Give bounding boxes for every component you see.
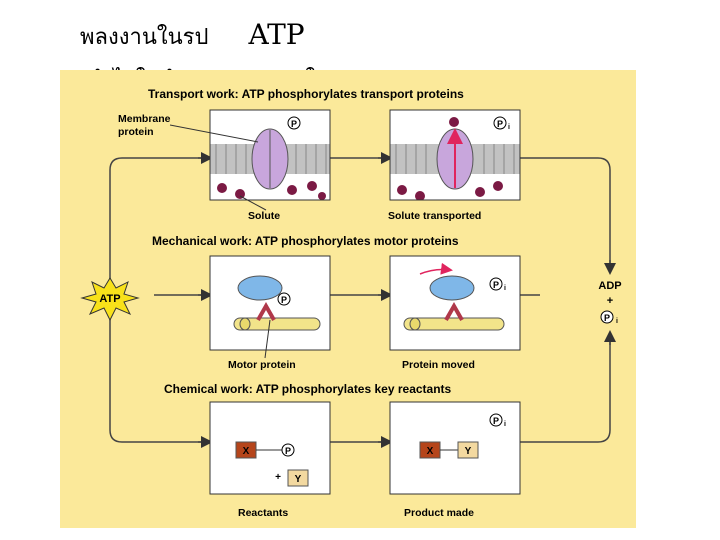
- chemical-phosphate-letter: P: [285, 446, 291, 456]
- mechanical-phosphate-icon: [277, 292, 291, 306]
- adp-label: ADP: [598, 280, 621, 292]
- product-y-box: [457, 441, 479, 459]
- reactant-x-label: X: [243, 446, 250, 457]
- chemical-plus: +: [275, 472, 281, 483]
- slide-title-thai: พลงงานในรป: [80, 25, 209, 50]
- product-made-label: Product made: [404, 507, 474, 519]
- mechanical-pi-icon: [489, 277, 503, 291]
- chemical-pi-subscript: i: [504, 421, 506, 428]
- chemical-pi-letter: P: [493, 416, 499, 426]
- product-x-label: X: [427, 446, 434, 457]
- slide-title: พลงงานในรป ATP: [80, 18, 305, 54]
- slide-title-atp: ATP: [248, 18, 305, 51]
- motor-protein-label: Motor protein: [228, 359, 296, 371]
- mechanical-panel-before: P: [209, 255, 331, 351]
- phosphate-letter: P: [604, 313, 610, 323]
- solute-label: Solute: [248, 210, 280, 222]
- solute-transported-label: Solute transported: [388, 210, 481, 222]
- membrane-label-line1: Membrane: [118, 113, 171, 125]
- transport-pi-letter: P: [497, 119, 503, 129]
- transport-panel-before: [210, 110, 330, 200]
- movement-arrow: [419, 262, 453, 275]
- atp-starburst: ATP: [80, 277, 140, 322]
- chemical-panel-before: X P + Y: [209, 401, 331, 495]
- chemical-phosphate-icon: [281, 443, 295, 457]
- adp-pi-group: ADP + P i: [598, 280, 621, 325]
- transport-pi-icon: [493, 116, 507, 130]
- mechanical-pi-subscript: i: [504, 285, 506, 292]
- pi-subscript: i: [616, 318, 618, 325]
- diagram-background: [60, 70, 636, 528]
- transport-pi-subscript: i: [508, 124, 510, 131]
- adp-plus: +: [607, 295, 613, 307]
- membrane-pointer: [169, 124, 259, 143]
- mechanical-panel-after: [389, 255, 521, 351]
- solute-pointer: [239, 195, 267, 211]
- transport-phosphate-letter: P: [291, 119, 297, 129]
- motor-protein-head: [237, 275, 283, 301]
- transport-phosphate-icon: [287, 116, 301, 130]
- protein-moved-label: Protein moved: [402, 359, 475, 371]
- chemical-heading: Chemical work: ATP phosphorylates key re…: [164, 382, 452, 396]
- reactant-y-box: [287, 469, 309, 487]
- atp-label: ATP: [99, 293, 120, 305]
- mechanical-phosphate-letter: P: [281, 295, 287, 305]
- product-y-label: Y: [465, 446, 472, 457]
- circuit-lines: [109, 157, 611, 443]
- chemical-pi-icon: [489, 413, 503, 427]
- reactants-label: Reactants: [238, 507, 288, 519]
- transport-heading: Transport work: ATP phosphorylates trans…: [148, 87, 464, 101]
- atp-work-diagram: Transport work: ATP phosphorylates trans…: [60, 70, 636, 528]
- phosphate-icon: [600, 310, 614, 324]
- reactant-y-label: Y: [295, 474, 302, 485]
- mechanical-heading: Mechanical work: ATP phosphorylates moto…: [152, 234, 459, 248]
- mechanical-pi-letter: P: [493, 280, 499, 290]
- membrane-label-line2: protein: [118, 126, 154, 138]
- motor-pointer: [264, 319, 271, 359]
